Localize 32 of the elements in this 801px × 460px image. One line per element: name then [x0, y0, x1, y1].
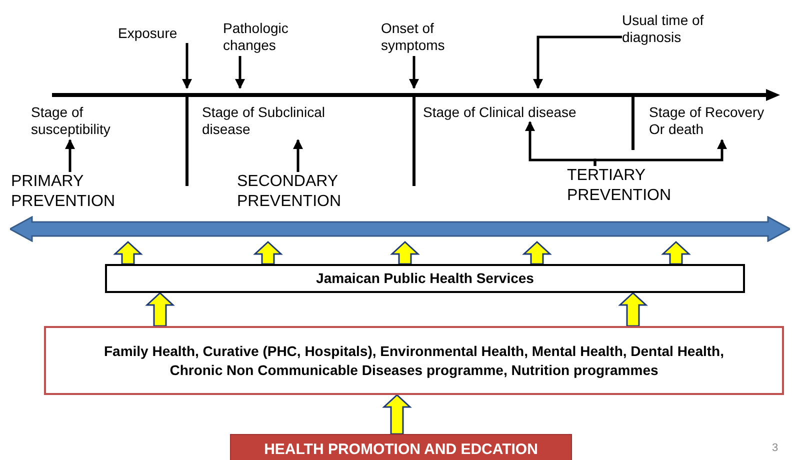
prevention-label: PRIMARY PREVENTION [11, 172, 161, 212]
double-arrow-band [10, 216, 790, 242]
programme-box: Family Health, Curative (PHC, Hospitals), Environmental Health, Mental Health, Dental Health, Chronic Non Communicable Diseases programme, Nutrition programmes [44, 326, 784, 395]
arrow [182, 43, 192, 89]
timeline-arrow [52, 88, 780, 102]
prevention-label: SECONDARY PREVENTION [237, 172, 387, 212]
arrow [235, 56, 245, 89]
block-arrow [382, 394, 412, 435]
block-arrow [253, 240, 283, 265]
arrow [65, 139, 75, 172]
arrow [409, 56, 419, 89]
block-arrow [618, 292, 648, 327]
block-arrow [390, 240, 420, 265]
stage-label: Stage of Subclinical disease [202, 104, 372, 140]
page-number: 3 [772, 442, 778, 454]
arrow [594, 139, 727, 166]
arrow [293, 139, 303, 172]
block-arrow [145, 292, 175, 327]
prevention-label: TERTIARY PREVENTION [567, 166, 717, 206]
event-label: Onset of symptoms [381, 20, 471, 56]
service-box: Jamaican Public Health Services [105, 264, 745, 293]
promotion-banner: HEALTH PROMOTION AND EDCATION [230, 434, 572, 460]
event-label: Exposure [118, 25, 198, 43]
stage-label: Stage of Clinical disease [423, 104, 633, 122]
block-arrow [113, 240, 143, 265]
arrow [533, 36, 622, 89]
event-label: Pathologic changes [223, 20, 313, 56]
block-arrow [661, 240, 691, 265]
stage-label: Stage of susceptibility [31, 104, 151, 140]
block-arrow [522, 240, 552, 265]
event-label: Usual time of diagnosis [622, 12, 722, 48]
stage-label: Stage of Recovery Or death [649, 104, 779, 140]
